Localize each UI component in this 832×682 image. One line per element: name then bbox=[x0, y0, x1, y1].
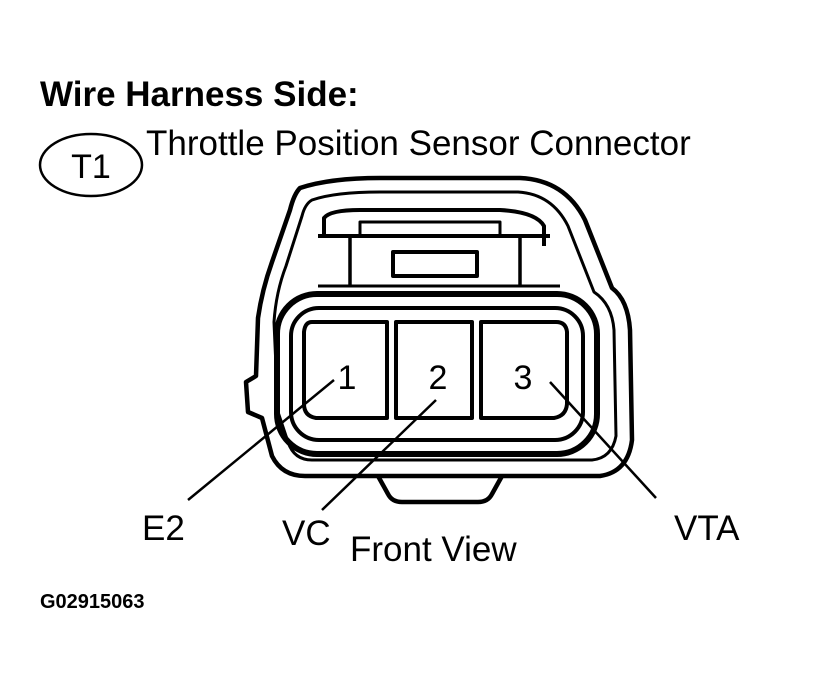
pin-1-number: 1 bbox=[338, 359, 357, 397]
figure-id: G02915063 bbox=[40, 591, 145, 613]
pin-3-number: 3 bbox=[514, 359, 533, 397]
heading: Wire Harness Side: bbox=[40, 75, 359, 114]
view-label: Front View bbox=[350, 530, 517, 569]
pin-1-signal: E2 bbox=[142, 509, 185, 548]
leader-line-pin-1 bbox=[187, 379, 335, 501]
connector-code: T1 bbox=[71, 148, 111, 186]
leader-line-pin-3 bbox=[549, 381, 657, 499]
leader-lines bbox=[187, 379, 657, 511]
pin-3-signal: VTA bbox=[674, 509, 740, 548]
pin-2-signal: VC bbox=[282, 514, 331, 553]
connector-name: Throttle Position Sensor Connector bbox=[146, 124, 691, 163]
pin-2-number: 2 bbox=[429, 359, 448, 397]
leader-line-pin-2 bbox=[321, 399, 437, 511]
connector-code-oval bbox=[38, 132, 144, 198]
connector-housing bbox=[243, 175, 635, 505]
